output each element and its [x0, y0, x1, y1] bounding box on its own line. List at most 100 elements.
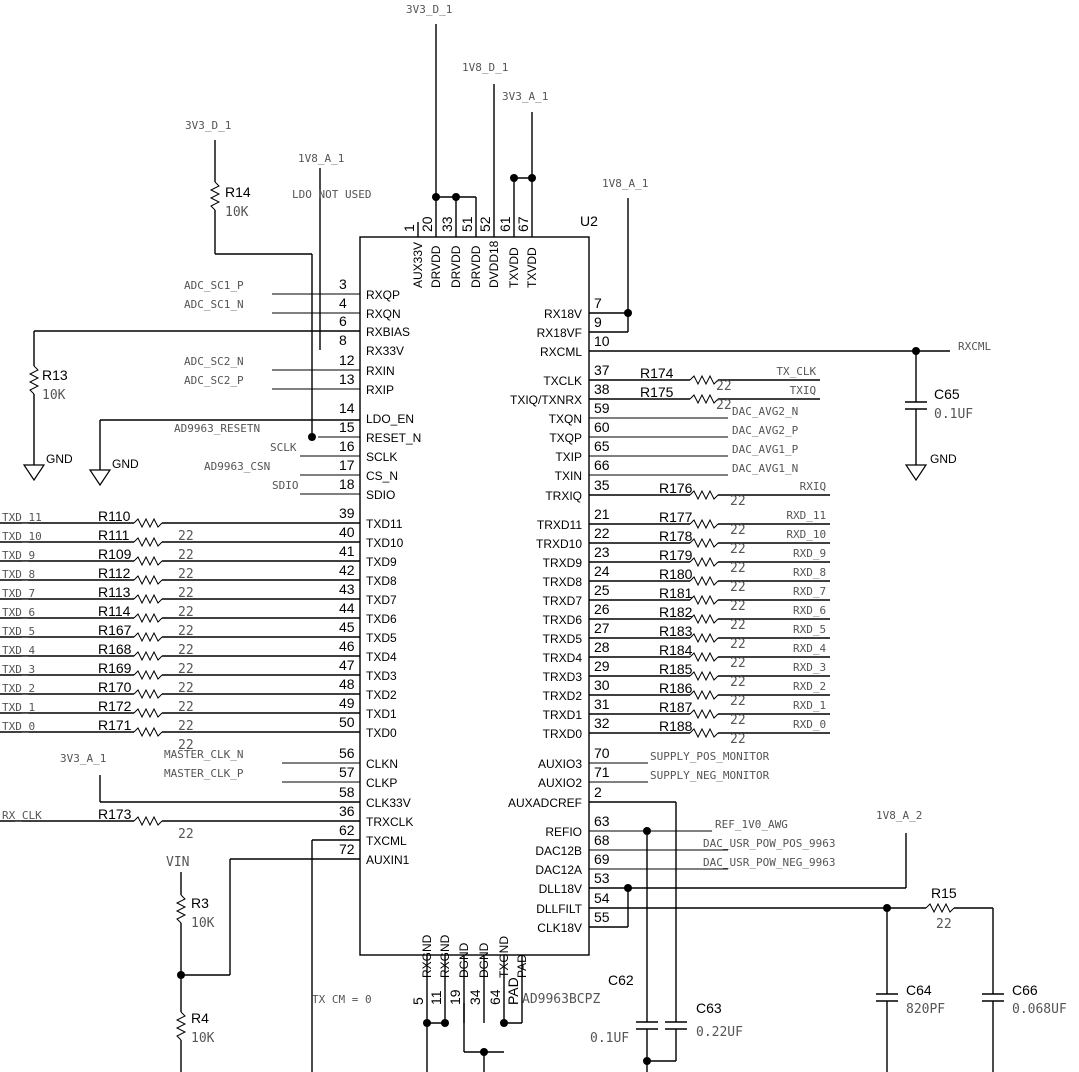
- net-label: RXD_7: [793, 585, 826, 598]
- pin-name: TXGND: [497, 936, 511, 978]
- pin-number: 8: [339, 332, 347, 348]
- pin-number: 72: [339, 841, 355, 857]
- net-label: ADC_SC2_P: [184, 374, 244, 387]
- pin-number: 63: [594, 813, 610, 829]
- c64-ref: C64: [906, 982, 932, 998]
- pin-name: RXQN: [366, 307, 401, 321]
- pin-number: 2: [594, 784, 602, 800]
- resistor-value: 22: [730, 637, 746, 652]
- net-label: DAC_AVG2_P: [732, 424, 799, 437]
- pin-name: TXD10: [366, 536, 404, 550]
- pin-number: 45: [339, 619, 355, 635]
- pin-name: RESET_N: [366, 431, 421, 445]
- net-label: AD9963_RESETN: [174, 422, 260, 435]
- pin-number: 51: [459, 216, 475, 232]
- pin-name: DVDD18: [487, 240, 501, 288]
- resistor-ref: R175: [640, 384, 674, 400]
- pin-number: 7: [594, 295, 602, 311]
- r3-ref: R3: [191, 895, 209, 911]
- net-label: RXD_9: [793, 547, 826, 560]
- resistor-ref: R112: [98, 565, 131, 581]
- resistor-ref: R186: [659, 680, 693, 696]
- resistor-value: 22: [178, 719, 194, 734]
- pin-number: 54: [594, 890, 610, 906]
- pin-number: 1: [401, 224, 417, 232]
- pin-name: RXQP: [366, 288, 400, 302]
- pin-name: DGND: [457, 942, 471, 978]
- pin-name: TXVDD: [507, 247, 521, 288]
- pin-name: RXGND: [420, 934, 434, 978]
- net-label: DAC_AVG1_N: [732, 462, 798, 475]
- net-3v3-d-r14: 3V3_D_1: [185, 119, 231, 132]
- pin-number: 47: [339, 657, 355, 673]
- pin-number: 16: [339, 438, 355, 454]
- net-label: DAC_USR_POW_POS_9963: [703, 837, 835, 850]
- pin-name: TXD0: [366, 726, 397, 740]
- pin-name: TXD5: [366, 631, 397, 645]
- net-label: SCLK: [270, 441, 297, 454]
- pin-number: 46: [339, 638, 355, 654]
- net-3v3-a-clk: 3V3_A_1: [60, 752, 106, 765]
- pin-number: 13: [339, 371, 355, 387]
- pin-number: 55: [594, 909, 610, 925]
- pin-number: 62: [339, 822, 355, 838]
- pin-number: 14: [339, 400, 355, 416]
- pin-number: 69: [594, 851, 610, 867]
- net-label: TXD_6: [2, 606, 35, 619]
- pin-number: 20: [419, 216, 435, 232]
- resistor-ref: R187: [659, 699, 693, 715]
- net-label: ADC_SC2_N: [184, 355, 244, 368]
- resistor-ref: R170: [98, 679, 132, 695]
- gnd-c65: GND: [930, 452, 957, 466]
- pin-name: TRXD1: [543, 708, 583, 722]
- pin-name: TRXD7: [543, 594, 583, 608]
- resistor-value: 22: [178, 700, 194, 715]
- resistor-value: 22: [730, 675, 746, 690]
- net-label: SDIO: [272, 479, 299, 492]
- pin-name: TRXD11: [537, 518, 582, 532]
- net-label: TXIQ: [790, 384, 817, 397]
- resistor-value: 22: [178, 624, 194, 639]
- pin-name: AUX33V: [411, 242, 425, 288]
- pin-name: RXGND: [438, 934, 452, 978]
- resistor-value: 22: [730, 618, 746, 633]
- pin-number: PAD: [505, 977, 521, 1005]
- resistor-value: 22: [178, 548, 194, 563]
- resistor-value: 22: [178, 643, 194, 658]
- pin-name: AUXADCREF: [508, 796, 582, 810]
- pin-name: DLL18V: [539, 882, 582, 896]
- pin-name: TRXD9: [543, 556, 583, 570]
- resistor-ref: R177: [659, 509, 693, 525]
- net-label: DAC_USR_POW_NEG_9963: [703, 856, 835, 869]
- resistor-ref: R113: [98, 584, 131, 600]
- note-ldo-not-used: LDO NOT USED: [292, 188, 371, 201]
- pin-number: 28: [594, 639, 610, 655]
- net-label: RXD_5: [793, 623, 826, 636]
- resistor-ref: R167: [98, 622, 132, 638]
- pin-name: TXD6: [366, 612, 397, 626]
- pin-number: 48: [339, 676, 355, 692]
- pin-name: TXD3: [366, 669, 397, 683]
- resistor-ref: R181: [659, 585, 693, 601]
- resistor-ref: R109: [98, 546, 132, 562]
- net-label: RXD_2: [793, 680, 826, 693]
- net-label: RXD_8: [793, 566, 826, 579]
